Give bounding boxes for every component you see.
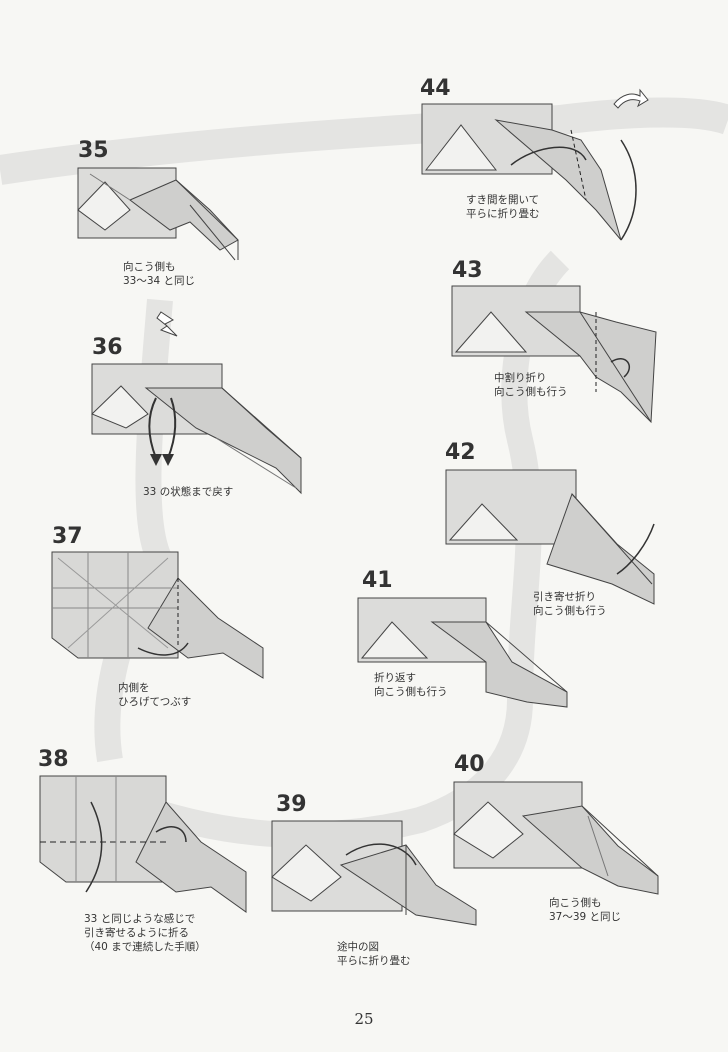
step-caption: 引き寄せ折り 向こう側も行う <box>533 590 607 618</box>
caption-line: 途中の図 <box>337 941 379 953</box>
caption-line: 向こう側も <box>123 261 176 273</box>
caption-line: すき間を開いて <box>466 194 540 206</box>
caption-line: 33 と同じような感じで <box>84 913 196 925</box>
turn-over-arrow-icon <box>613 88 649 109</box>
step-caption: 中割り折り 向こう側も行う <box>494 371 568 399</box>
fold-diagram-43 <box>451 285 657 424</box>
step-number: 44 <box>420 76 451 101</box>
fold-diagram-42 <box>445 469 655 605</box>
step-caption: 途中の図 平らに折り畳む <box>337 940 411 968</box>
caption-line: （40 まで連続した手順） <box>84 941 206 953</box>
step-caption: すき間を開いて 平らに折り畳む <box>466 193 540 221</box>
caption-line: 折り返す <box>374 672 416 684</box>
step-caption: 折り返す 向こう側も行う <box>374 671 448 699</box>
step-caption: 向こう側も 37〜39 と同じ <box>549 896 621 924</box>
fold-diagram-41 <box>357 597 568 708</box>
step-number: 37 <box>52 524 83 549</box>
flow-arrow-icon <box>156 311 178 337</box>
fold-diagram-39 <box>271 820 477 926</box>
step-caption: 向こう側も 33〜34 と同じ <box>123 260 195 288</box>
fold-diagram-38 <box>39 775 247 913</box>
step-caption: 33 と同じような感じで 引き寄せるように折る （40 まで連続した手順） <box>84 912 206 954</box>
step-number: 38 <box>38 747 69 772</box>
caption-line: 平らに折り畳む <box>337 955 411 967</box>
caption-line: 引き寄せ折り <box>533 591 596 603</box>
caption-line: 向こう側も <box>549 897 602 909</box>
fold-diagram-37 <box>51 551 264 679</box>
caption-line: 向こう側も行う <box>533 605 607 617</box>
step-number: 42 <box>445 440 476 465</box>
caption-line: 33〜34 と同じ <box>123 275 196 287</box>
caption-line: 平らに折り畳む <box>466 208 540 220</box>
step-number: 41 <box>362 568 393 593</box>
caption-line: 引き寄せるように折る <box>84 927 189 939</box>
caption-line: 向こう側も行う <box>494 386 568 398</box>
step-number: 35 <box>78 138 109 163</box>
caption-line: 内側を <box>118 682 150 694</box>
step-caption: 内側を ひろげてつぶす <box>118 681 191 709</box>
caption-line: 37〜39 と同じ <box>549 911 622 923</box>
caption-line: 向こう側も行う <box>374 686 448 698</box>
fold-diagram-35 <box>77 167 239 261</box>
caption-line: ひろげてつぶす <box>118 696 192 708</box>
step-number: 40 <box>454 752 485 777</box>
step-caption: 33 の状態まで戻す <box>143 485 233 499</box>
fold-diagram-44 <box>421 103 637 241</box>
page-number: 25 <box>354 1010 374 1028</box>
caption-line: 中割り折り <box>494 372 547 384</box>
fold-diagram-40 <box>453 781 659 895</box>
step-number: 43 <box>452 258 483 283</box>
step-number: 36 <box>92 335 123 360</box>
fold-diagram-36 <box>91 363 302 495</box>
caption-line: 33 の状態まで戻す <box>143 486 234 498</box>
step-number: 39 <box>276 792 307 817</box>
